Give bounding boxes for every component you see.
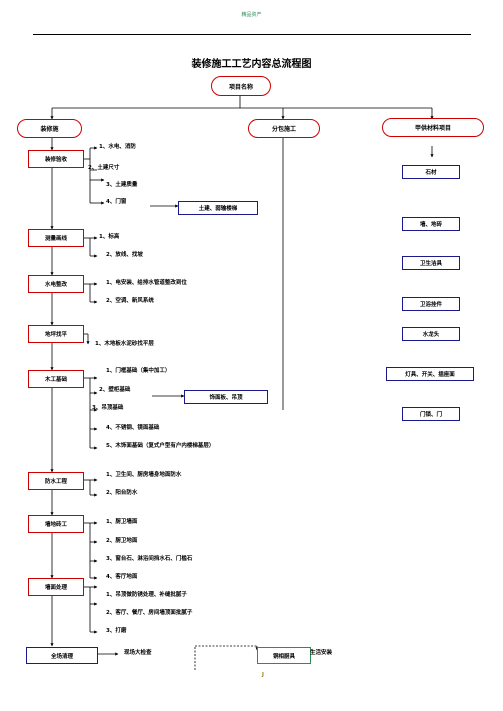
- page-header: 精品资产: [241, 12, 262, 18]
- step-6: 2、放线、找坡: [106, 252, 143, 258]
- phase-label-1: 装修验收: [44, 157, 67, 163]
- step-12: 3、吊顶基础: [92, 405, 124, 411]
- phase-label-8: 墙面处理: [44, 585, 67, 591]
- step-18: 2、厨卫地面: [106, 538, 138, 544]
- material-label-3: 卫生洁具: [419, 261, 442, 267]
- material-label-4: 卫浴挂件: [419, 302, 442, 308]
- step-8: 2、空调、新风系统: [106, 298, 154, 304]
- step-23: 3、打磨: [106, 628, 127, 634]
- side-box-panel: 饰面板、吊顶: [184, 390, 268, 404]
- step-21: 1、吊顶做防锈处理、补缝批腻子: [106, 592, 187, 598]
- step-5: 1、标高: [99, 234, 120, 240]
- step-22: 2、客厅、餐厅、房间墙顶面批腻子: [106, 610, 193, 616]
- step-16: 2、阳台防水: [106, 490, 138, 496]
- install-label: 生活安装: [310, 650, 333, 656]
- step-13: 4、不锈钢、镜面基础: [106, 425, 160, 431]
- material-item-2: 墙、地砖: [402, 217, 460, 231]
- phase-box-7: 墙地砖工: [28, 515, 84, 533]
- phase-label-7: 墙地砖工: [44, 522, 67, 528]
- material-label-5: 水龙头: [422, 332, 440, 338]
- step-2: 2、土建尺寸: [88, 165, 120, 171]
- step-17: 1、厨卫墙面: [106, 519, 138, 525]
- step-7: 1、电安装、给排水管道整改到位: [106, 280, 187, 286]
- phase-box-9: 全场清理: [26, 647, 98, 664]
- branch-right: 甲供材料项目: [382, 118, 484, 137]
- material-item-1: 石材: [402, 165, 460, 179]
- branch-left: 装修施: [17, 119, 82, 138]
- branch-middle: 分包施工: [248, 119, 320, 138]
- step-4: 4、门窗: [106, 199, 127, 205]
- phase-box-5: 木工基础: [28, 370, 84, 388]
- material-label-6: 灯具、开关、插座面: [405, 372, 455, 378]
- branch-middle-label: 分包施工: [271, 126, 296, 133]
- step-19: 3、窗台石、淋浴间挡水石、门槛石: [106, 556, 193, 562]
- material-item-4: 卫浴挂件: [402, 297, 460, 311]
- phase-label-4: 地坪找平: [44, 332, 67, 338]
- material-label-2: 墙、地砖: [419, 222, 442, 228]
- phase-box-4: 地坪找平: [28, 325, 84, 343]
- material-item-5: 水龙头: [402, 327, 460, 341]
- side-box-civil: 土建、弱输楼梯: [178, 201, 258, 215]
- phase-box-3: 水电整改: [28, 275, 84, 293]
- step-11: 2、壁柜基础: [99, 387, 131, 393]
- phase-label-2: 测量画线: [44, 236, 67, 242]
- material-item-6: 灯具、开关、插座面: [386, 367, 474, 381]
- step-10: 1、门框基础（集中加工）: [106, 368, 171, 374]
- step-15: 1、卫生间、厨房墙身地面防水: [106, 472, 182, 478]
- page-title: 装修施工工艺内容总流程图: [191, 59, 312, 70]
- phase-label-6: 防水工程: [44, 479, 67, 485]
- side-label-product: 铜相厨具: [272, 653, 295, 660]
- phase-label-5: 木工基础: [44, 377, 67, 383]
- material-item-7: 门锁、门: [402, 407, 460, 421]
- phase-label-3: 水电整改: [44, 282, 67, 288]
- phase-label-9: 全场清理: [50, 653, 73, 660]
- side-label-civil: 土建、弱输楼梯: [198, 206, 238, 212]
- material-item-3: 卫生洁具: [402, 256, 460, 270]
- material-label-7: 门锁、门: [419, 412, 442, 418]
- header-divider: [33, 34, 471, 35]
- material-label-1: 石材: [425, 170, 437, 176]
- side-label-panel: 饰面板、吊顶: [209, 395, 243, 401]
- phase-box-8: 墙面处理: [28, 578, 84, 596]
- phase-box-2: 测量画线: [28, 229, 84, 247]
- inspect-label: 现场大检查: [124, 650, 152, 656]
- step-1: 1、水电、消防: [99, 144, 136, 150]
- project-name-label: 项目名称: [228, 83, 253, 91]
- step-20: 4、客厅地面: [106, 574, 138, 580]
- phase-box-6: 防水工程: [28, 472, 84, 490]
- side-box-product: 铜相厨具: [257, 647, 311, 664]
- step-9: 1、木地板水泥砂找平层: [95, 341, 154, 347]
- branch-left-label: 装修施: [40, 126, 59, 133]
- step-3: 3、土建质量: [106, 182, 138, 188]
- step-14: 5、木饰面基础（复式户型有户内楼梯基层）: [106, 443, 215, 449]
- project-name-node: 项目名称: [211, 76, 271, 96]
- phase-box-1: 装修验收: [28, 150, 84, 168]
- footer-mark: J: [262, 672, 264, 678]
- branch-right-label: 甲供材料项目: [414, 125, 451, 132]
